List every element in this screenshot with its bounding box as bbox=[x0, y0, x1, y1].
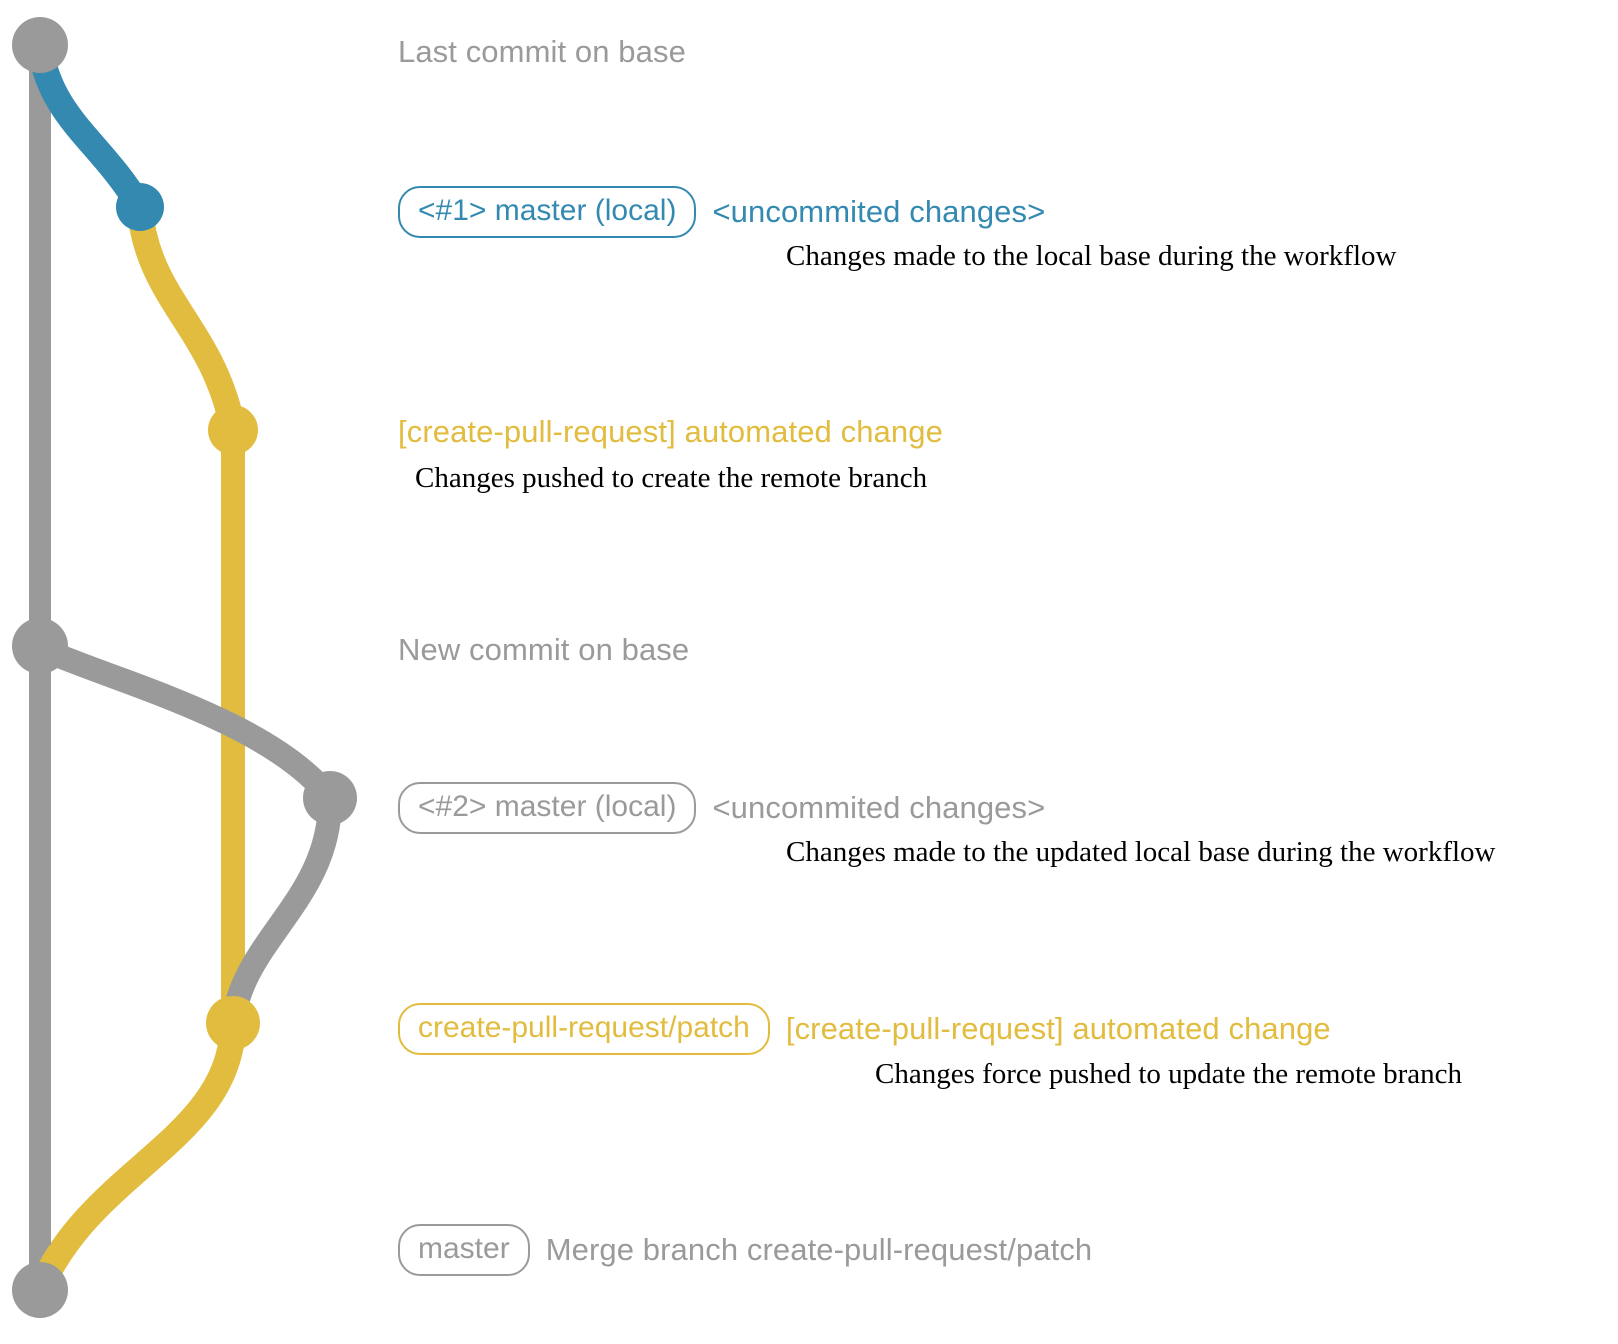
commit-subject-master-local-2: <uncommited changes> bbox=[712, 790, 1046, 825]
commit-node-master-local-1 bbox=[116, 183, 164, 231]
branch-badge-create-pull-request-patch[interactable]: create-pull-request/patch bbox=[398, 1003, 770, 1055]
commit-description-automated-change-2: Changes force pushed to update the remot… bbox=[875, 1058, 1463, 1090]
commit-subject-automated-change-1: [create-pull-request] automated change bbox=[398, 414, 943, 449]
branch-badge-master-local-1[interactable]: <#1> master (local) bbox=[398, 186, 697, 238]
edge-local2-to-patch2 bbox=[221, 788, 342, 1035]
commit-node-last-commit-on-base bbox=[12, 17, 68, 73]
commit-subject-master-local-1: <uncommited changes> bbox=[712, 194, 1046, 229]
commit-node-automated-change-1 bbox=[208, 405, 258, 455]
row-merge-commit: master Merge branch create-pull-request/… bbox=[398, 1224, 1092, 1276]
edge-base2-to-local2 bbox=[28, 636, 342, 810]
commit-description-master-local-1: Changes made to the local base during th… bbox=[786, 240, 1397, 272]
commit-node-merge-commit bbox=[12, 1262, 68, 1318]
git-graph bbox=[12, 17, 357, 1318]
row-new-commit-on-base: New commit on base bbox=[398, 632, 689, 668]
edge-local1-to-patch1 bbox=[127, 197, 246, 443]
row-automated-change-1: [create-pull-request] automated change bbox=[398, 414, 943, 450]
commit-subject-automated-change-2: [create-pull-request] automated change bbox=[785, 1011, 1331, 1046]
edge-patch2-to-merge bbox=[27, 1012, 246, 1303]
commit-description-automated-change-1: Changes pushed to create the remote bran… bbox=[415, 462, 928, 494]
branch-badge-master[interactable]: master bbox=[398, 1224, 530, 1276]
branch-badge-master-local-2[interactable]: <#2> master (local) bbox=[398, 782, 697, 834]
commit-subject-last-commit-on-base: Last commit on base bbox=[398, 34, 686, 69]
commit-node-master-local-2 bbox=[303, 771, 357, 825]
row-master-local-1: <#1> master (local) <uncommited changes> bbox=[398, 186, 1045, 238]
row-master-local-2: <#2> master (local) <uncommited changes> bbox=[398, 782, 1045, 834]
commit-subject-merge-commit: Merge branch create-pull-request/patch bbox=[545, 1232, 1093, 1267]
commit-node-automated-change-2 bbox=[206, 996, 260, 1050]
row-automated-change-2: create-pull-request/patch [create-pull-r… bbox=[398, 1003, 1331, 1055]
commit-description-master-local-2: Changes made to the updated local base d… bbox=[786, 836, 1496, 868]
commit-node-new-commit-on-base bbox=[12, 618, 68, 674]
row-last-commit-on-base: Last commit on base bbox=[398, 34, 686, 70]
commit-subject-new-commit-on-base: New commit on base bbox=[398, 632, 690, 667]
